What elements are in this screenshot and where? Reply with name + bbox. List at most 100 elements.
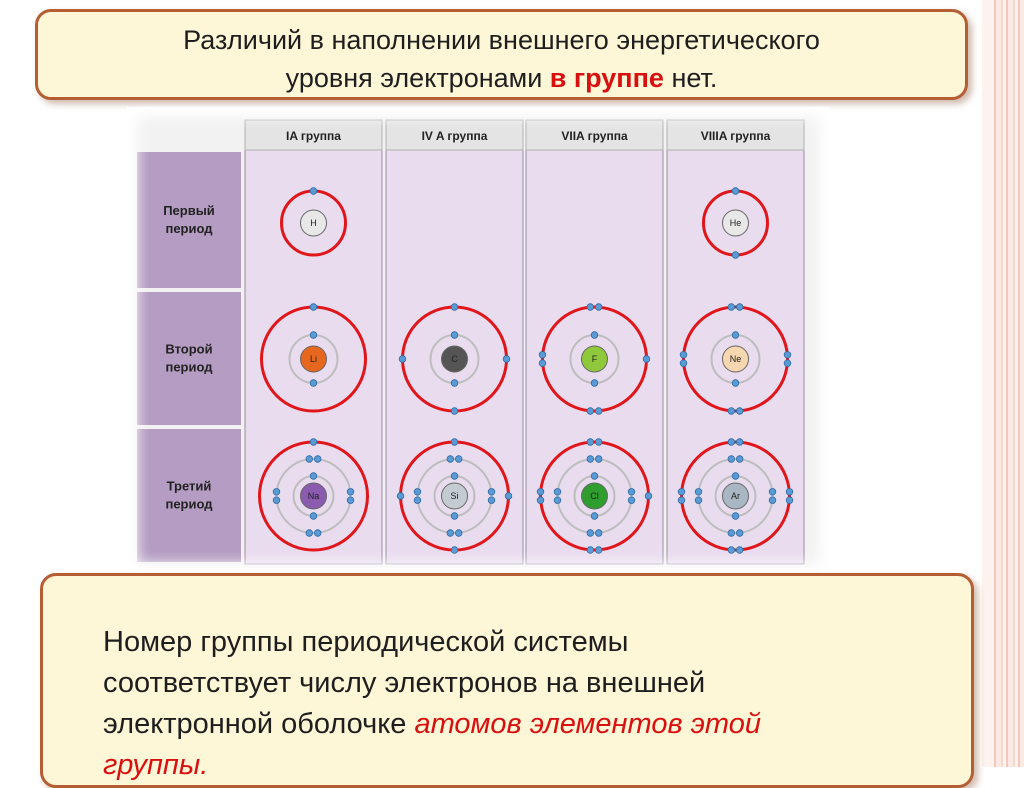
electron — [732, 473, 739, 480]
electron — [347, 497, 354, 504]
electron — [537, 497, 544, 504]
electron — [488, 497, 495, 504]
electron — [591, 332, 598, 339]
top-callout-line1: Различий в наполнении внешнего энергетич… — [38, 21, 965, 59]
element-symbol: Si — [450, 491, 458, 501]
electron — [587, 304, 594, 311]
electron — [736, 456, 743, 463]
electron — [587, 456, 594, 463]
electron — [736, 439, 743, 446]
electron — [769, 489, 776, 496]
top-callout-line2: уровня электронами в группе нет. — [38, 59, 965, 97]
element-symbol: He — [730, 218, 742, 228]
electron — [732, 332, 739, 339]
bottom-callout-emphasis-end: группы. — [103, 749, 208, 781]
electron — [732, 513, 739, 520]
bottom-callout: Номер группы периодической системы соотв… — [40, 573, 974, 788]
electron — [591, 473, 598, 480]
electron — [447, 456, 454, 463]
group-header-label: VIIA группа — [561, 129, 628, 143]
electron — [273, 489, 280, 496]
electron — [414, 497, 421, 504]
electron — [728, 547, 735, 554]
bottom-callout-line4: группы. — [103, 745, 971, 786]
electron — [310, 380, 317, 387]
electron — [451, 439, 458, 446]
row-label-cell — [137, 152, 241, 288]
electron — [786, 497, 793, 504]
electron — [784, 352, 791, 359]
element-symbol: F — [592, 354, 598, 364]
electron — [732, 188, 739, 195]
element-symbol: Ar — [731, 491, 740, 501]
electron — [310, 439, 317, 446]
electron — [554, 489, 561, 496]
electron — [595, 456, 602, 463]
electron — [310, 332, 317, 339]
electron — [554, 497, 561, 504]
electron — [447, 530, 454, 537]
top-callout-emphasis: в группе — [550, 63, 664, 93]
electron — [769, 497, 776, 504]
group-header-label: VIIIA группа — [701, 129, 771, 143]
element-symbol: C — [451, 354, 458, 364]
electron — [736, 304, 743, 311]
electron — [505, 493, 512, 500]
electron — [587, 408, 594, 415]
electron — [306, 456, 313, 463]
electron — [732, 380, 739, 387]
electron — [591, 380, 598, 387]
group-header-label: IA группа — [286, 129, 341, 143]
row-label: период — [165, 221, 213, 236]
electron — [503, 356, 510, 363]
top-callout-text: уровня электронами — [286, 63, 550, 93]
electron — [451, 408, 458, 415]
electron — [488, 489, 495, 496]
element-symbol: Ne — [730, 354, 742, 364]
element-symbol: Cl — [590, 491, 599, 501]
electron — [451, 380, 458, 387]
row-label: период — [165, 497, 213, 512]
electron — [591, 513, 598, 520]
electron — [414, 489, 421, 496]
electron — [736, 530, 743, 537]
electron — [728, 304, 735, 311]
electron — [451, 332, 458, 339]
electron — [595, 530, 602, 537]
electron — [451, 547, 458, 554]
electron — [784, 360, 791, 367]
electron — [314, 456, 321, 463]
electron — [728, 408, 735, 415]
electron — [678, 489, 685, 496]
electron — [645, 493, 652, 500]
row-label: Второй — [165, 342, 212, 357]
electron — [628, 489, 635, 496]
electron — [680, 360, 687, 367]
electron — [273, 497, 280, 504]
electron — [680, 352, 687, 359]
electron — [455, 530, 462, 537]
bottom-callout-line2: соответствует числу электронов на внешне… — [103, 663, 971, 704]
electron — [397, 493, 404, 500]
electron — [451, 473, 458, 480]
electron — [595, 408, 602, 415]
electron — [451, 513, 458, 520]
group-header-label: IV A группа — [422, 129, 488, 143]
electron — [695, 497, 702, 504]
element-symbol: H — [310, 218, 317, 228]
bottom-callout-line3: электронной оболочке атомов элементов эт… — [103, 704, 971, 745]
element-symbol: Na — [308, 491, 320, 501]
electron — [314, 530, 321, 537]
electron — [732, 252, 739, 259]
electron — [587, 530, 594, 537]
electron — [399, 356, 406, 363]
row-label-cell — [137, 429, 241, 562]
electron — [455, 456, 462, 463]
row-label: Первый — [163, 203, 215, 218]
electron — [595, 439, 602, 446]
electron — [678, 497, 685, 504]
electron — [643, 356, 650, 363]
top-callout-text-end: нет. — [664, 63, 717, 93]
